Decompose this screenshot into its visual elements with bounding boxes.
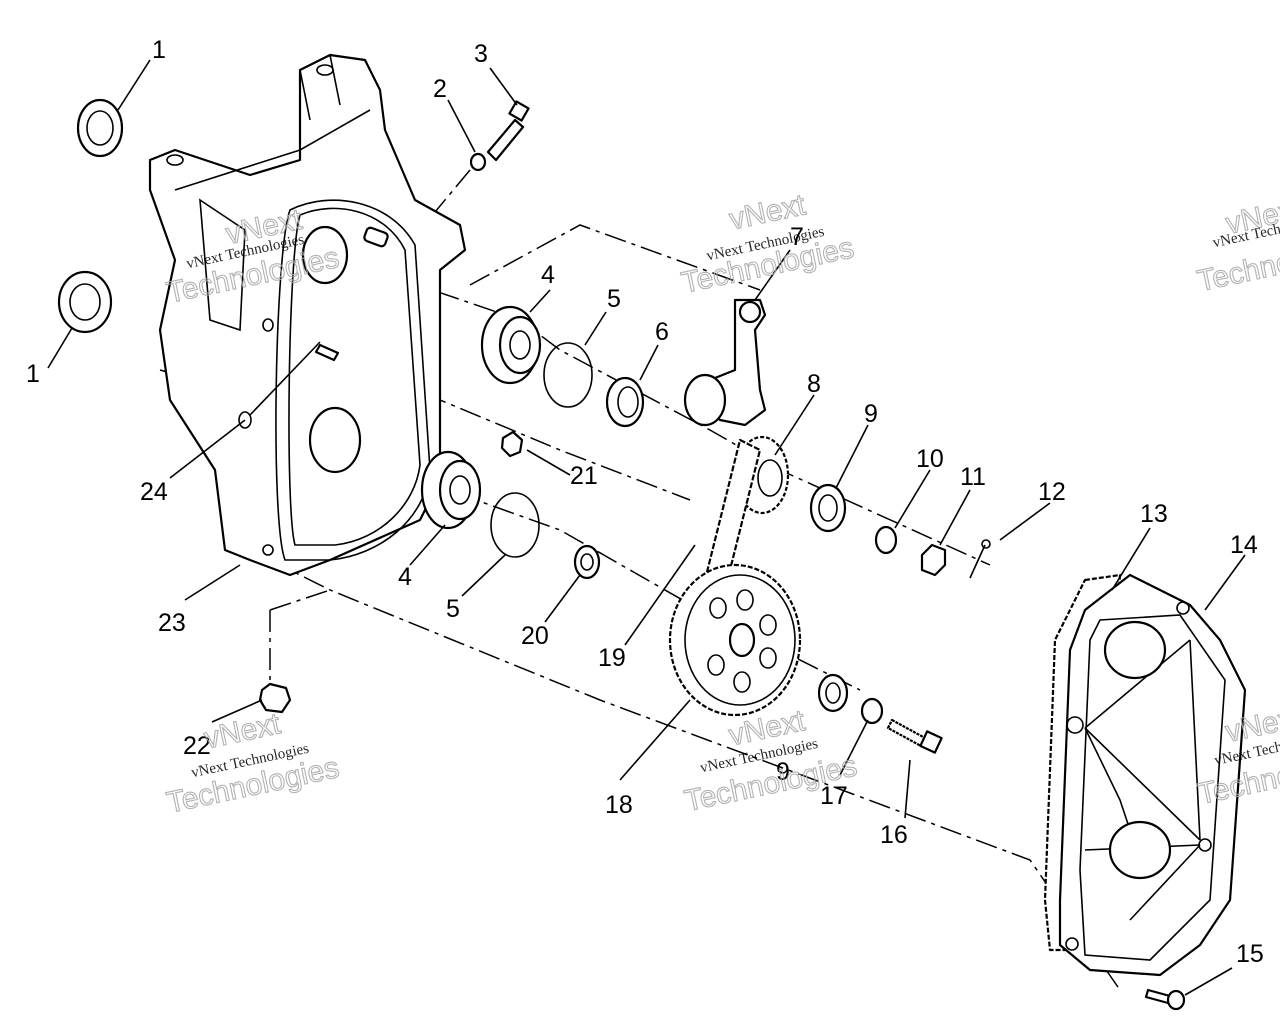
hex-nut [920,543,947,577]
leader-lines [47,59,1246,996]
callout-16: 16 [880,821,908,849]
callout-11: 11 [960,463,986,491]
callout-5-lower: 5 [446,595,460,623]
stud-24 [314,343,340,362]
watermark-top-center: vNext Technologies vNext Technologies [678,188,857,301]
cover-screw [1144,988,1186,1011]
washer-lower [817,673,849,713]
callout-21: 21 [570,462,598,490]
seal-6 [605,376,645,428]
callout-24: 24 [140,478,168,506]
callout-20: 20 [521,622,549,650]
callout-9-lower: 9 [776,758,790,786]
callout-10: 10 [916,445,944,473]
watermark-bottom-left: vNext Technologies vNext Technologies [163,707,342,821]
callout-17: 17 [820,782,848,810]
bearing-upper [480,305,542,385]
washer-17 [860,697,884,725]
callout-23: 23 [158,609,186,637]
callout-2: 2 [433,75,447,103]
jam-nut [469,152,487,172]
callout-3: 3 [474,40,488,68]
callout-13: 13 [1140,500,1168,528]
callout-7: 7 [790,223,804,251]
callout-14: 14 [1230,531,1258,559]
driven-sprocket-large [668,563,802,717]
chaincase-cover [1058,573,1247,977]
callout-15: 15 [1236,940,1264,968]
cover-bolt [886,718,943,754]
callout-1-upper: 1 [152,36,166,64]
lock-washer [874,525,898,555]
cotter-pin [969,539,991,579]
watermark-top-right: vNext Technologies vNext Technologies [1194,192,1280,299]
nut-21 [500,430,524,458]
snap-ring-upper [543,342,593,408]
callout-4-lower: 4 [398,563,412,591]
oil-seal-lower [57,270,113,334]
watermark-bottom-center: vNext Technologies vNext Technologies [681,704,860,819]
callout-9-upper: 9 [864,400,878,428]
snap-ring-lower [490,492,540,558]
chain-tensioner [683,298,767,427]
callout-18: 18 [605,791,633,819]
bearing-lower [420,450,482,530]
washer-upper [809,483,847,533]
callout-6: 6 [655,318,669,346]
callout-labels: 1 1 2 3 4 4 5 5 6 7 8 9 9 10 11 12 13 14… [26,36,1264,968]
callout-4-upper: 4 [541,261,555,289]
callout-1-lower: 1 [26,360,40,388]
callout-5-upper: 5 [607,285,621,313]
drive-chain [703,438,762,592]
drain-plug [258,682,292,714]
adjuster-bolt [486,100,530,162]
callout-22: 22 [183,732,211,760]
shim-washer [573,544,601,580]
callout-8: 8 [807,370,821,398]
callout-19: 19 [598,644,626,672]
chaincase-housing [148,53,467,577]
oil-seal-upper [76,98,124,158]
callout-12: 12 [1038,478,1066,506]
